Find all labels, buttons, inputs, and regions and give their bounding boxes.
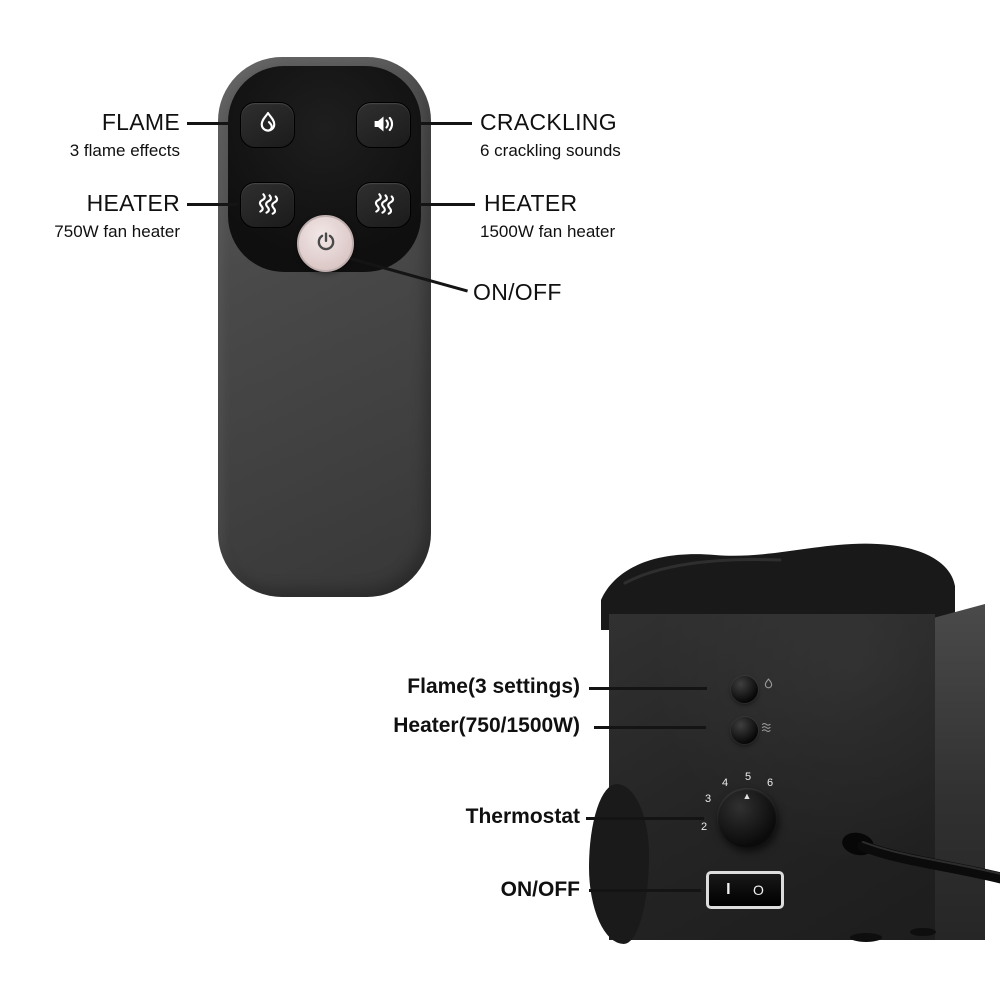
flame-callout-subtitle: 3 flame effects <box>69 141 180 160</box>
unit-heater-callout-label: Heater(750/1500W) <box>393 714 580 737</box>
flame-callout-title: FLAME <box>101 109 180 135</box>
heat-waves-icon <box>369 189 399 222</box>
unit-heater-callout-line <box>594 726 706 729</box>
thermostat-scale-number: 6 <box>767 777 774 789</box>
heater-750w-button[interactable] <box>240 182 295 228</box>
crackling-callout-line <box>419 122 472 125</box>
unit-thermostat-callout-line <box>586 817 704 820</box>
heater-750-callout-subtitle: 750W fan heater <box>54 222 180 241</box>
heater-1500-callout-title: HEATER <box>484 190 578 216</box>
unit-thermostat-callout-label: Thermostat <box>465 805 580 828</box>
unit-heat-waves-icon <box>759 720 776 740</box>
heat-waves-icon <box>253 189 283 222</box>
rocker-off-symbol: O <box>752 882 764 898</box>
unit-flame-callout-line <box>589 687 707 690</box>
heater-750-callout-title: HEATER <box>86 190 180 216</box>
unit-flame-callout-label: Flame(3 settings) <box>407 675 580 698</box>
heater-1500w-button[interactable] <box>356 182 411 228</box>
flame-callout-line <box>187 122 237 125</box>
thermostat-scale-number: 4 <box>722 777 729 789</box>
mantel-top-shape <box>601 543 955 630</box>
unit-heater-button[interactable] <box>731 717 758 744</box>
remote-power-button[interactable] <box>297 215 354 272</box>
crackling-callout-title: CRACKLING <box>480 109 617 135</box>
heater-1500-callout-subtitle: 1500W fan heater <box>480 222 616 241</box>
thermostat-scale-number: 3 <box>705 793 712 805</box>
unit-side-panel <box>935 604 985 940</box>
unit-power-callout-label: ON/OFF <box>500 878 580 901</box>
heater-unit-photo: ▲ 2 3 4 5 6 I O <box>589 528 1000 944</box>
unit-power-callout-line <box>589 889 701 892</box>
rocker-on-symbol: I <box>726 881 731 898</box>
thermostat-knob[interactable]: ▲ <box>717 788 777 848</box>
power-rocker-switch[interactable]: I O <box>706 871 784 909</box>
thermostat-scale-number: 5 <box>745 771 752 783</box>
thermostat-scale-number: 2 <box>701 821 708 833</box>
heater-1500-callout-line <box>419 203 475 206</box>
unit-left-edge-shadow <box>589 784 649 944</box>
heater-750-callout-line <box>187 203 237 206</box>
unit-flame-icon <box>761 677 776 697</box>
crackling-callout-subtitle: 6 crackling sounds <box>480 141 621 160</box>
unit-foot <box>910 928 936 936</box>
power-callout-title: ON/OFF <box>473 279 562 305</box>
crackling-sound-button[interactable] <box>356 102 411 148</box>
flame-effect-button[interactable] <box>240 102 295 148</box>
speaker-sound-icon <box>369 109 399 142</box>
flame-icon <box>253 109 283 142</box>
thermostat-pointer-icon: ▲ <box>742 791 752 801</box>
power-icon <box>313 229 339 258</box>
unit-flame-button[interactable] <box>731 676 758 703</box>
power-cord <box>842 832 1000 884</box>
unit-foot <box>850 933 882 942</box>
